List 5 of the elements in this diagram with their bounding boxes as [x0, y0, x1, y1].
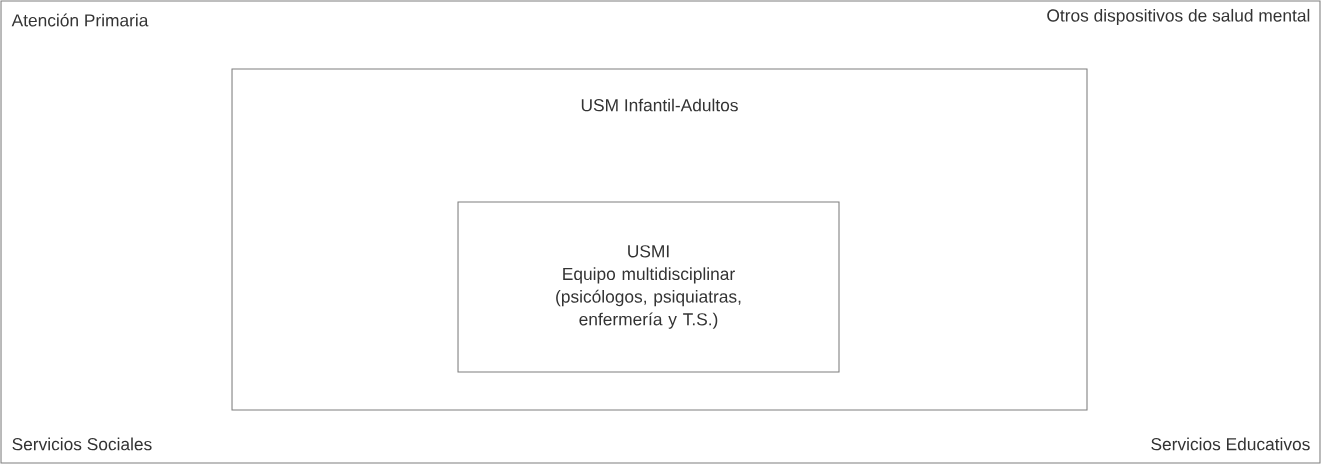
- corner-label: Servicios Sociales: [12, 437, 152, 451]
- corner-label: Servicios Educativos: [1151, 437, 1310, 451]
- team-box: USMI Equipo multidisciplinar (psicólogos, psiquiatras, enfermería y T.S.): [457, 201, 840, 373]
- corner-label: Atención Primaria: [11, 13, 149, 27]
- corner-label: Otros dispositivos de salud mental: [1047, 8, 1310, 26]
